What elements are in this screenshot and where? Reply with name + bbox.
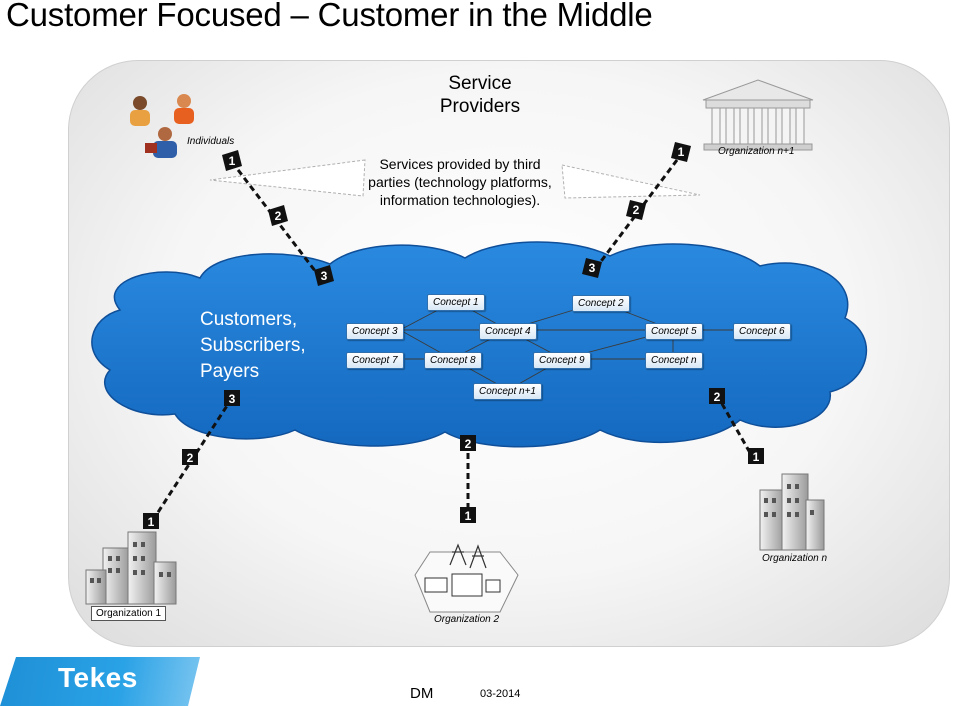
customers-label-line: Payers (200, 361, 260, 382)
footer-author: DM (410, 685, 434, 702)
concept-4: Concept 4 (479, 323, 537, 340)
concept-n: Concept n (645, 352, 703, 369)
organization-n-label: Organization n (762, 553, 828, 564)
temple-icon (702, 79, 814, 151)
organization-1-label: Organization 1 (91, 606, 167, 621)
concept-8: Concept 8 (424, 352, 482, 369)
callout-right (561, 164, 701, 199)
chain-number: 3 (321, 269, 328, 283)
chain-number: 2 (275, 209, 282, 223)
organization-2-label: Organization 2 (434, 614, 500, 625)
tekes-logo-background (0, 657, 200, 706)
chain-number: 1 (465, 509, 472, 523)
customers-label-line: Subscribers, (200, 335, 306, 356)
tekes-logo: Tekes (58, 662, 138, 693)
chain-number: 1 (678, 145, 685, 159)
chain-number: 3 (229, 392, 236, 406)
office-buildings-icon-org1 (85, 531, 177, 605)
footer-date: 03-2014 (480, 688, 521, 700)
concept-3: Concept 3 (346, 323, 404, 340)
chain-number: 1 (753, 450, 760, 464)
chain-number: 2 (465, 437, 472, 451)
concept-9: Concept 9 (533, 352, 591, 369)
chain-number: 1 (148, 515, 155, 529)
service-providers-title-line1: Service (448, 73, 512, 94)
customers-label: Customers, Subscribers, Payers (200, 307, 350, 385)
concept-n-plus-1: Concept n+1 (473, 383, 542, 400)
chain-number: 2 (714, 390, 721, 404)
service-providers-title: Service Providers (420, 72, 540, 118)
concept-2: Concept 2 (572, 295, 630, 312)
power-plant-icon (414, 543, 519, 613)
concept-6: Concept 6 (733, 323, 791, 340)
customers-label-line: Customers, (200, 309, 298, 330)
concept-1: Concept 1 (427, 294, 485, 311)
concept-5: Concept 5 (645, 323, 703, 340)
chain-badge-numbers: 1 2 3 1 2 3 3 2 1 2 1 2 1 (148, 145, 760, 529)
service-providers-title-line2: Providers (439, 96, 521, 117)
chain-number: 1 (229, 154, 236, 168)
chain-number: 3 (589, 261, 596, 275)
individuals-label: Individuals (187, 136, 235, 147)
office-buildings-icon-orgn (759, 473, 825, 551)
individuals-icon (130, 94, 194, 158)
chain-badges (143, 142, 764, 529)
callout-left (209, 159, 366, 197)
slide-title: Customer Focused – Customer in the Middl… (6, 0, 653, 33)
concept-7: Concept 7 (346, 352, 404, 369)
customer-cloud (91, 241, 868, 448)
chain-number: 2 (187, 451, 194, 465)
chain-number: 2 (633, 203, 640, 217)
service-providers-description: Services provided by third parties (tech… (368, 156, 552, 208)
organization-n-plus-1-label: Organization n+1 (718, 146, 795, 157)
